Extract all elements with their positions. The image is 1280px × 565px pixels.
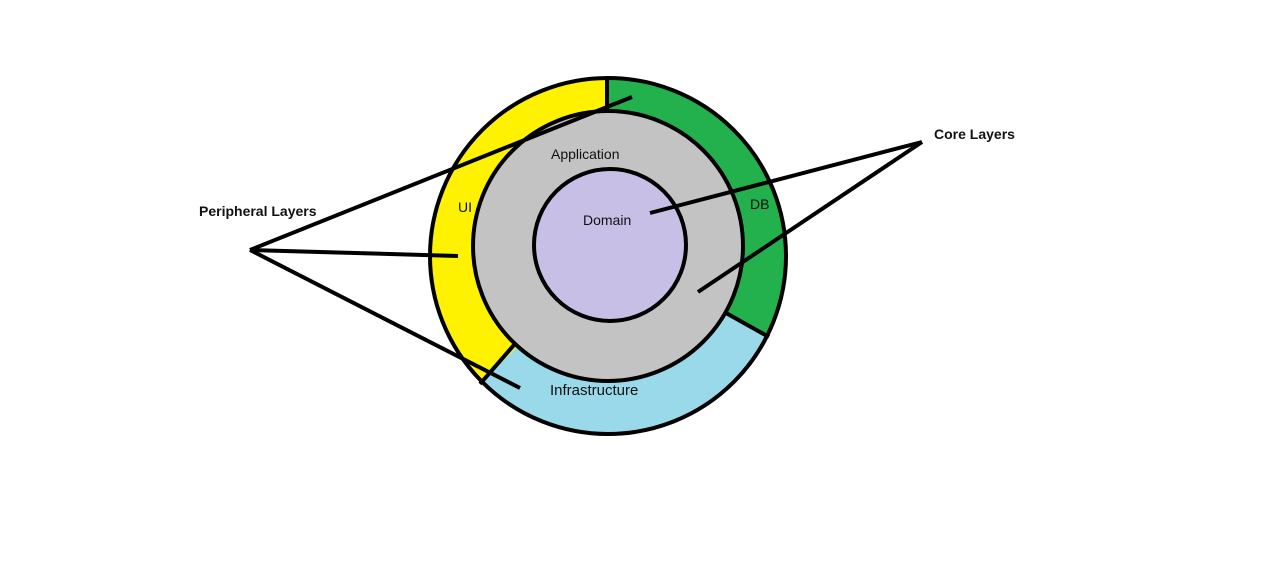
peripheral-layers-label: Peripheral Layers <box>199 203 317 219</box>
peripheral-connector-infrastructure <box>249 248 521 390</box>
core-connector-domain <box>649 140 923 215</box>
core-layers-label: Core Layers <box>934 126 1015 142</box>
peripheral-connector-ui <box>249 248 459 258</box>
infrastructure-label: Infrastructure <box>550 382 638 399</box>
domain-label: Domain <box>583 212 631 228</box>
db-label: DB <box>750 196 769 212</box>
peripheral-connector-ui-top <box>249 95 633 252</box>
divider-db-infrastructure <box>725 311 770 339</box>
ui-label: UI <box>458 199 472 215</box>
core-connector-application <box>696 140 924 294</box>
domain-core <box>532 167 688 323</box>
divider-ui-infrastructure <box>478 336 522 386</box>
application-label: Application <box>551 146 620 162</box>
